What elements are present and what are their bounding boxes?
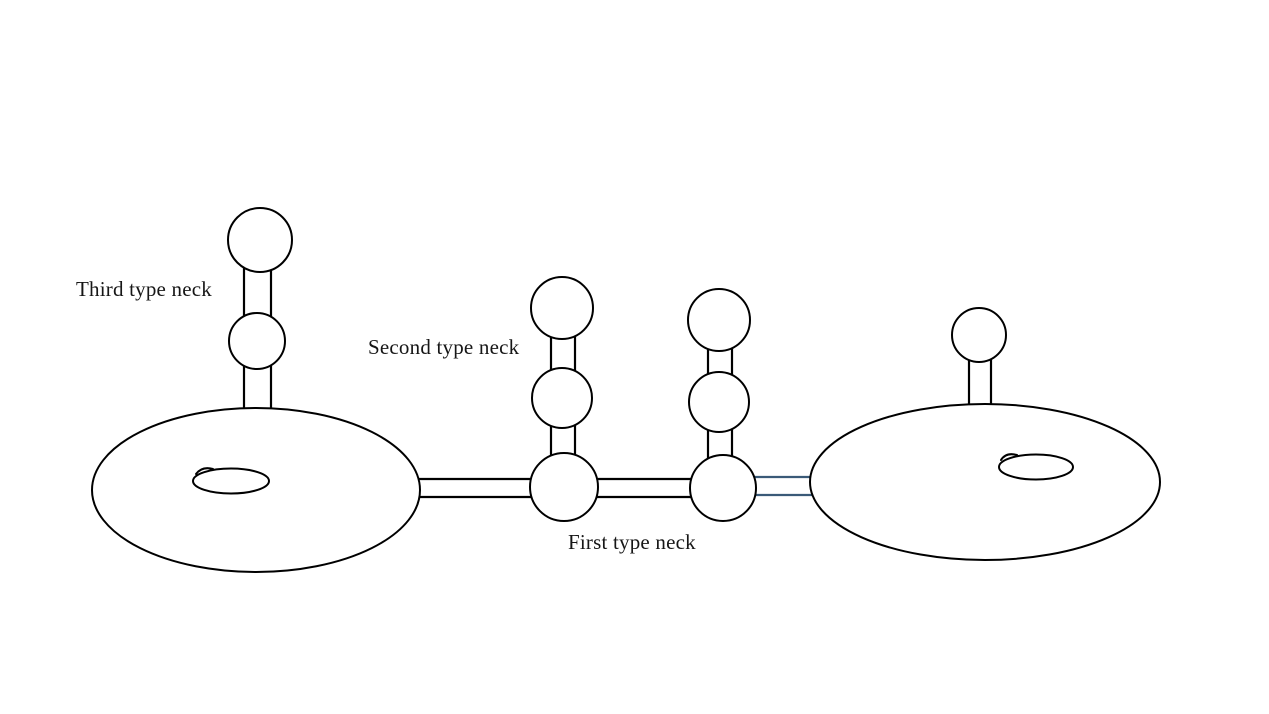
neck-horizontal-middle <box>592 477 696 499</box>
right-surface-handle-mark <box>998 453 1074 481</box>
bead-left-mid <box>228 312 286 370</box>
neck-left-column-upper <box>242 266 273 318</box>
label-third-type-neck: Third type neck <box>76 277 212 301</box>
bead-right-surface-top <box>951 307 1007 363</box>
neck-horizontal-right-blue <box>750 475 818 497</box>
bead-group <box>227 207 1007 522</box>
bead-left-top <box>227 207 293 273</box>
right-surface <box>809 403 1161 561</box>
bead-right-base <box>689 454 757 522</box>
bead-right-mid <box>688 371 750 433</box>
label-second-type-neck: Second type neck <box>368 335 520 359</box>
bead-middle-base <box>529 452 599 522</box>
bead-middle-top <box>530 276 594 340</box>
neck-horizontal-left <box>416 477 536 499</box>
bead-right-top <box>687 288 751 352</box>
neck-right-surface-stem <box>967 358 993 412</box>
left-surface-handle-mark <box>192 467 270 495</box>
left-surface <box>91 407 421 573</box>
right-surface-ellipse <box>809 403 1161 561</box>
label-first-type-neck: First type neck <box>568 530 696 554</box>
neck-left-column-lower <box>242 364 273 414</box>
first-type-neck-group <box>416 475 818 499</box>
bead-middle-mid <box>531 367 593 429</box>
